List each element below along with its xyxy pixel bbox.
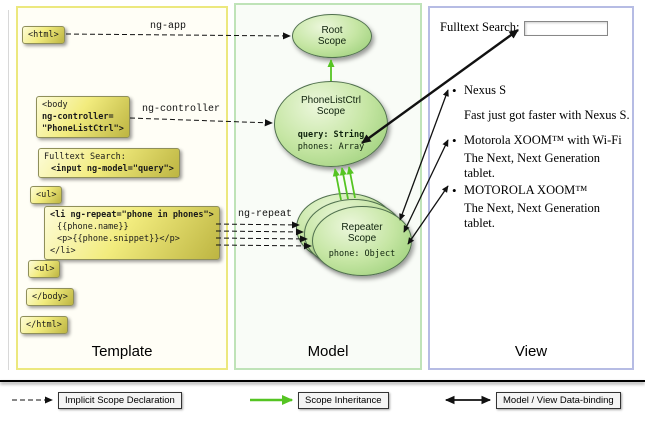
phonelistctrl-scope-ellipse: PhoneListCtrl Scope query: String phones… [274, 81, 388, 167]
ng-repeat-label: ng-repeat [238, 209, 293, 220]
divider [0, 380, 645, 382]
code-li-repeat: <li ng-repeat="phone in phones"> {{phone… [44, 206, 220, 260]
fulltext-search-label: Fulltext Search: [440, 20, 520, 34]
repeater-scope-ellipse: Repeater Scope phone: Object [312, 206, 412, 276]
code-html-close: </html> [20, 316, 68, 334]
legend-implicit-scope-label: Implicit Scope Declaration [58, 392, 182, 409]
scope-title: Repeater [341, 222, 383, 233]
scope-title: Scope [317, 36, 347, 47]
scope-title: Scope [347, 233, 377, 244]
legend-data-binding-label: Model / View Data-binding [496, 392, 621, 409]
ng-app-label: ng-app [150, 21, 187, 32]
model-panel-title: Model [307, 343, 349, 360]
scope-property-query: query: String [297, 130, 365, 140]
code-line: "PhoneListCtrl"> [42, 124, 124, 134]
view-search-row: Fulltext Search: [440, 20, 608, 36]
code-line: <body [42, 100, 68, 110]
code-line: </li> [50, 246, 76, 256]
list-item: • MOTOROLA XOOM™ [452, 178, 630, 203]
code-line: <input ng-model="query"> [51, 164, 174, 174]
bullet-icon: • [452, 132, 457, 148]
template-panel-title: Template [91, 343, 153, 360]
code-fulltext-input: Fulltext Search: <input ng-model="query"… [38, 148, 180, 178]
code-line: ng-controller= [42, 112, 114, 122]
left-edge-line [8, 10, 9, 370]
code-html-open: <html> [22, 26, 65, 44]
legend-scope-inheritance-label: Scope Inheritance [298, 392, 389, 409]
list-item: • Nexus S [452, 78, 630, 103]
code-body-close: </body> [26, 288, 74, 306]
code-line: {{phone.name}} [57, 222, 129, 232]
bullet-icon: • [452, 82, 457, 98]
model-panel: Model [234, 3, 422, 370]
view-panel-title: View [514, 343, 548, 360]
ng-controller-label: ng-controller [142, 104, 221, 115]
list-item: • Motorola XOOM™ with Wi-Fi [452, 128, 630, 153]
scope-property-phone: phone: Object [328, 249, 396, 259]
phone-snippet-text: The Next, Next Generation tablet. [464, 150, 601, 180]
phone-snippet-text: The Next, Next Generation tablet. [464, 200, 601, 230]
scope-title: PhoneListCtrl [300, 95, 362, 106]
scope-property-phones: phones: Array [297, 142, 365, 152]
scope-title: Root [321, 25, 343, 36]
code-line: <li ng-repeat="phone in phones"> [50, 210, 214, 220]
phone-snippet: The Next, Next Generation tablet. [452, 150, 630, 180]
code-line: </html> [26, 320, 62, 330]
phone-name: Motorola XOOM™ with Wi-Fi [464, 133, 622, 147]
code-line: <ul> [36, 190, 57, 200]
phone-snippet-text: Fast just got faster with Nexus S. [464, 108, 630, 122]
root-scope-ellipse: Root Scope [292, 14, 372, 58]
phone-snippet: Fast just got faster with Nexus S. [452, 103, 630, 128]
code-ul-close: <ul> [28, 260, 61, 278]
phone-snippet: The Next, Next Generation tablet. [452, 200, 630, 230]
bullet-icon: • [452, 182, 457, 198]
code-line: </body> [32, 292, 68, 302]
code-ul-open: <ul> [30, 186, 63, 204]
fulltext-search-input[interactable] [523, 20, 608, 36]
phone-list: • Nexus S Fast just got faster with Nexu… [452, 78, 630, 230]
scope-title: Scope [316, 106, 346, 117]
phone-name: MOTOROLA XOOM™ [464, 183, 588, 197]
code-line: <html> [28, 30, 59, 40]
phone-name: Nexus S [464, 83, 507, 97]
code-body-open: <body ng-controller= "PhoneListCtrl"> [36, 96, 130, 138]
code-line: <p>{{phone.snippet}}</p> [57, 234, 180, 244]
code-line: Fulltext Search: [44, 152, 126, 162]
code-line: <ul> [34, 264, 55, 274]
